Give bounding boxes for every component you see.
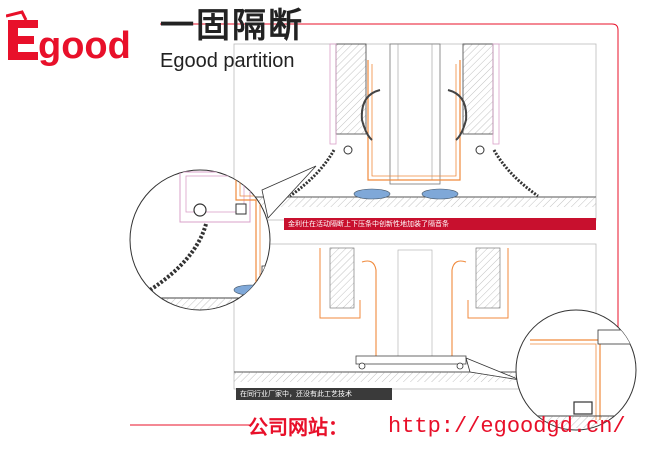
egood-logo: good xyxy=(6,10,132,68)
brand-name-cn: 一固隔断 xyxy=(160,6,304,46)
page-frame xyxy=(130,23,619,426)
caption-bar-top xyxy=(284,218,596,230)
caption-bottom: 在同行业厂家中，还没有此工艺技术 xyxy=(240,390,352,398)
detail-zoom-left xyxy=(129,165,317,311)
website-link[interactable]: http://egoodgd.cn/ xyxy=(388,414,626,439)
caption-bar-bottom xyxy=(236,388,392,400)
logo-good-text: good xyxy=(38,25,131,67)
caption-top: 金利仕在活动隔断上下压条中创新性地加装了隔音条 xyxy=(288,220,449,228)
website-label: 公司网站： xyxy=(248,415,348,439)
brand-name-en: Egood partition xyxy=(160,50,295,72)
top-panel xyxy=(233,43,597,221)
